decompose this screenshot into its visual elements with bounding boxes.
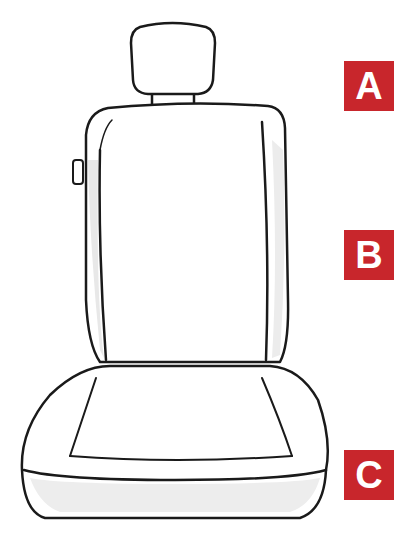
badge-letter: B (355, 236, 382, 274)
cushion-seam (70, 378, 96, 456)
backrest (86, 103, 288, 362)
letter-badge: A (344, 61, 394, 111)
backrest-shade (272, 140, 284, 358)
badge-letter: A (355, 67, 382, 105)
badge-letter: C (355, 456, 382, 494)
letter-badge: C (344, 450, 394, 500)
backrest-seam (100, 150, 106, 360)
cushion-seam (70, 456, 292, 460)
cushion-seam (262, 378, 292, 456)
letter-badge: B (344, 230, 394, 280)
cushion-front-edge (24, 470, 326, 480)
seat-cushion (22, 366, 328, 518)
cushion-shade (30, 478, 320, 512)
headrest (131, 23, 215, 94)
backrest-seam (262, 122, 267, 360)
recline-lever (73, 160, 83, 184)
backrest-seam (100, 120, 112, 150)
